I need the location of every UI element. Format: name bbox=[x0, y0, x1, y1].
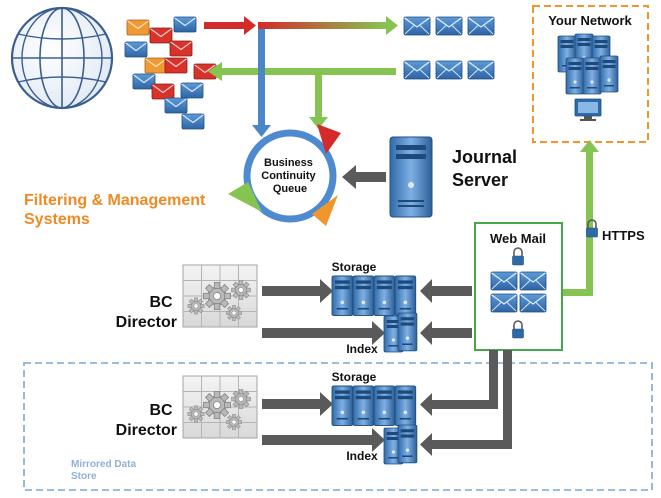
bc-director-grid-icon bbox=[182, 375, 258, 439]
index-label: Index bbox=[346, 342, 378, 356]
network-outbound-envelopes bbox=[403, 60, 495, 80]
index-primary: Index bbox=[346, 312, 418, 356]
blue-envelope-icon bbox=[403, 60, 431, 80]
blue-envelope-icon bbox=[435, 60, 463, 80]
journal-server-icon bbox=[389, 136, 433, 218]
blue-envelope-icon bbox=[181, 113, 205, 130]
webmail-to-storage-arrow bbox=[420, 279, 472, 303]
index-server-icon bbox=[383, 312, 418, 353]
network-server-cluster-icon bbox=[557, 33, 619, 95]
orange-envelope-icon bbox=[126, 19, 150, 36]
https-label: HTTPS bbox=[602, 228, 645, 243]
blue-envelope-icon bbox=[180, 82, 204, 99]
blue-envelope-icon bbox=[403, 16, 431, 36]
bc-director-mirrored: BC Director bbox=[116, 375, 258, 439]
storage-primary: Storage bbox=[331, 260, 417, 317]
business-continuity-queue: Business Continuity Queue bbox=[228, 124, 341, 226]
outbound-green-arrow bbox=[208, 62, 396, 81]
red-envelope-icon bbox=[164, 57, 188, 74]
storage-server-icon bbox=[331, 385, 417, 427]
director-to-index-arrow bbox=[262, 428, 385, 452]
internet-globe-icon bbox=[10, 6, 114, 110]
red-envelope-icon bbox=[149, 27, 173, 44]
to-queue-blue-arrow bbox=[252, 29, 271, 137]
bc-director-primary: BC Director bbox=[116, 264, 258, 331]
blue-envelope-icon bbox=[519, 293, 547, 313]
blue-envelope-icon bbox=[490, 293, 518, 313]
filtering-management-label: Filtering & Management Systems bbox=[24, 192, 210, 228]
director-to-storage-arrow bbox=[262, 279, 333, 303]
gear-icon bbox=[226, 414, 242, 430]
red-envelope-icon bbox=[169, 40, 193, 57]
bc-director-grid-icon bbox=[182, 264, 258, 328]
blue-envelope-icon bbox=[467, 16, 495, 36]
gear-icon bbox=[226, 305, 242, 321]
webmail-to-index-arrow bbox=[420, 321, 472, 345]
mirrored-data-store-label: Mirrored Data Store bbox=[71, 459, 139, 482]
red-envelope-icon bbox=[151, 83, 175, 100]
web-mail-title: Web Mail bbox=[490, 231, 546, 246]
queue-label: Business Continuity Queue bbox=[261, 157, 318, 195]
journal-server-label: Journal Server bbox=[452, 147, 522, 190]
index-server-icon bbox=[383, 424, 418, 465]
blue-envelope-icon bbox=[435, 16, 463, 36]
your-network-box: Your Network bbox=[532, 5, 649, 143]
storage-label: Storage bbox=[332, 370, 377, 384]
queue-orange-arrow-icon bbox=[312, 195, 338, 226]
gear-icon bbox=[187, 405, 205, 423]
director-to-index-arrow bbox=[262, 321, 385, 345]
index-mirrored: Index bbox=[346, 424, 418, 465]
gear-icon bbox=[187, 297, 205, 315]
director-to-storage-arrow bbox=[262, 392, 333, 416]
network-inbound-envelopes bbox=[403, 16, 495, 36]
storage-server-icon bbox=[331, 275, 417, 317]
monitor-icon bbox=[574, 98, 602, 121]
web-mail-box: Web Mail bbox=[474, 222, 563, 351]
blue-envelope-icon bbox=[173, 16, 197, 33]
index-label: Index bbox=[346, 449, 378, 463]
blue-envelope-icon bbox=[467, 60, 495, 80]
gear-icon bbox=[202, 390, 232, 420]
inbound-gradient-arrow bbox=[258, 16, 398, 35]
queue-green-arrow-icon bbox=[228, 182, 262, 212]
gear-icon bbox=[231, 389, 251, 409]
webmail-to-mirror-arrows bbox=[420, 350, 512, 456]
journal-to-queue-arrow bbox=[342, 165, 386, 189]
storage-mirrored: Storage bbox=[331, 370, 417, 427]
gear-icon bbox=[231, 280, 251, 300]
blue-envelope-icon bbox=[164, 97, 188, 114]
gear-icon bbox=[202, 281, 232, 311]
queue-red-arrow-icon bbox=[317, 124, 341, 154]
mirrored-data-store-box: Mirrored Data Store bbox=[23, 362, 653, 491]
blue-envelope-icon bbox=[124, 41, 148, 58]
bc-director-label: BC Director bbox=[116, 402, 177, 439]
blue-envelope-icon bbox=[519, 271, 547, 291]
journal-server: Journal Server bbox=[389, 136, 522, 218]
from-queue-green-arrow bbox=[309, 75, 328, 129]
blue-envelope-icon bbox=[490, 271, 518, 291]
bc-director-label: BC Director bbox=[116, 294, 177, 331]
inbound-red-arrow bbox=[204, 16, 256, 35]
incoming-email-cluster bbox=[124, 16, 217, 130]
your-network-title: Your Network bbox=[548, 13, 632, 28]
storage-label: Storage bbox=[332, 260, 377, 274]
orange-envelope-icon bbox=[144, 57, 168, 74]
